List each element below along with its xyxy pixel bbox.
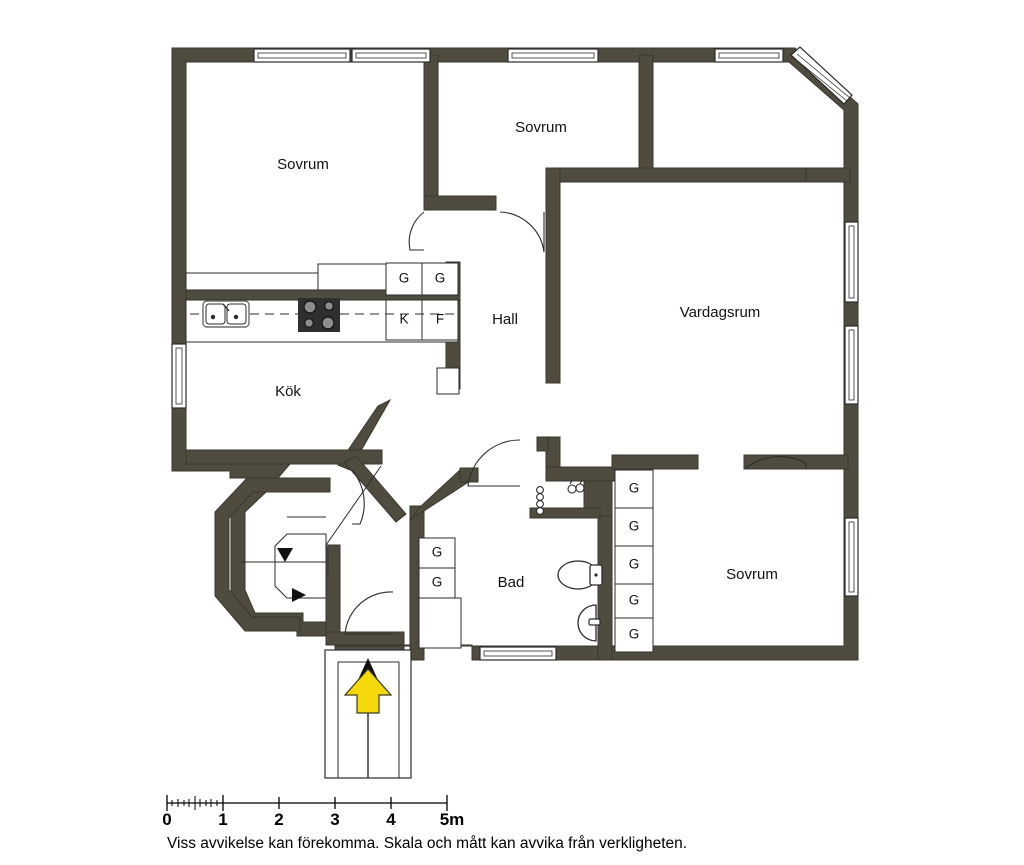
scale-subticks bbox=[171, 796, 218, 810]
room-labels: Sovrum Sovrum Vardagsrum Hall Kök Bad So… bbox=[275, 119, 778, 591]
disclaimer-text: Viss avvikelse kan förekomma. Skala och … bbox=[167, 835, 687, 852]
scale-label-0: 0 bbox=[162, 810, 171, 829]
scale-label-4: 4 bbox=[386, 810, 396, 829]
wall-interior-v1 bbox=[423, 54, 439, 211]
window-group bbox=[171, 46, 859, 661]
closet-label-bath-right-3: G bbox=[629, 557, 640, 572]
toilet-icon bbox=[557, 560, 603, 590]
closet-label-bath-right-2: G bbox=[629, 519, 640, 534]
wall-hexagon bbox=[214, 477, 331, 632]
appliance-label-k: K bbox=[399, 312, 408, 327]
bath-closet-left-3 bbox=[418, 597, 462, 649]
kitchen-lower-cabinet bbox=[436, 367, 460, 395]
window-right-1 bbox=[844, 221, 859, 303]
bath-closet-left-1 bbox=[418, 537, 456, 569]
closet-label-bath-left-2: G bbox=[432, 575, 443, 590]
closet-label-bath-right-1: G bbox=[629, 481, 640, 496]
scale-label-5: 5m bbox=[440, 810, 465, 829]
washbasin-icon bbox=[577, 604, 601, 642]
entrance-arrow-yellow bbox=[343, 668, 393, 714]
wall-se-top2 bbox=[743, 454, 849, 470]
window-bottom-1 bbox=[479, 646, 557, 661]
kitchen-closet-g2 bbox=[421, 262, 459, 296]
scale-bar bbox=[166, 795, 448, 811]
bath-closet-right-3 bbox=[614, 545, 654, 585]
room-label-sovrum-se: Sovrum bbox=[726, 566, 778, 583]
room-label-hall: Hall bbox=[492, 311, 518, 328]
closet-labels: G G K F G G G G G G G bbox=[399, 271, 640, 642]
bath-closet-right-5 bbox=[614, 617, 654, 653]
window-top-2 bbox=[351, 48, 431, 63]
bath-closet-right-1 bbox=[614, 469, 654, 509]
wall-interior-h2 bbox=[545, 167, 809, 183]
shower-head-icon bbox=[567, 479, 585, 494]
wall-diagonal-2 bbox=[343, 455, 407, 523]
hex-closet-outline bbox=[274, 533, 327, 599]
hex-arrow-right bbox=[292, 588, 306, 602]
hex-arrow-down bbox=[277, 548, 293, 562]
kitchen-freezer-f bbox=[421, 299, 459, 341]
room-label-sovrum-n: Sovrum bbox=[515, 119, 567, 136]
upper-cabinet-left bbox=[185, 272, 319, 291]
door-hexagon-lower bbox=[344, 591, 394, 635]
closet-label-kitchen-g1: G bbox=[399, 271, 410, 286]
bath-fixture-group bbox=[536, 479, 603, 642]
window-corner-diagonal bbox=[790, 46, 853, 105]
door-bath bbox=[467, 439, 521, 487]
wall-bath-inner-h bbox=[529, 507, 601, 519]
radiator-coil-icon bbox=[536, 486, 544, 515]
kitchen-group bbox=[185, 262, 460, 395]
scale-bar-numbers: 0 1 2 3 4 5m bbox=[162, 810, 464, 829]
window-top-3 bbox=[507, 48, 599, 63]
window-top-4 bbox=[714, 48, 784, 63]
hexagon-inner-group bbox=[241, 465, 382, 602]
door-hexagon-upper bbox=[351, 469, 365, 525]
door-se-sovrum bbox=[745, 456, 807, 469]
door-n-sovrum bbox=[499, 211, 545, 253]
wall-hall-to-bath-h bbox=[545, 466, 623, 482]
closet-label-bath-left-1: G bbox=[432, 545, 443, 560]
scale-label-1: 1 bbox=[218, 810, 227, 829]
closet-label-bath-right-5: G bbox=[629, 627, 640, 642]
wall-interior-v3 bbox=[545, 167, 561, 384]
bath-closet-left-2 bbox=[418, 567, 456, 599]
kitchen-stove-icon bbox=[298, 298, 340, 332]
kitchen-fridge-k bbox=[385, 299, 423, 341]
room-label-vardagsrum: Vardagsrum bbox=[680, 304, 761, 321]
window-right-3 bbox=[844, 517, 859, 597]
wall-kok-bottom bbox=[185, 449, 383, 465]
wall-interior-v2 bbox=[638, 54, 654, 181]
window-right-2 bbox=[844, 325, 859, 405]
door-nw-sovrum bbox=[408, 211, 425, 251]
closet-label-kitchen-g2: G bbox=[435, 271, 446, 286]
appliance-label-f: F bbox=[436, 312, 444, 327]
scale-label-3: 3 bbox=[330, 810, 339, 829]
wall-group bbox=[171, 47, 859, 661]
bath-closet-group bbox=[418, 469, 654, 653]
wall-interior-h1 bbox=[423, 195, 497, 211]
hex-diag-line bbox=[325, 465, 382, 546]
window-top-1 bbox=[253, 48, 351, 63]
window-left-1 bbox=[171, 343, 187, 409]
wall-hall-lower-stub bbox=[536, 436, 549, 452]
scale-label-2: 2 bbox=[274, 810, 283, 829]
kitchen-sink-icon bbox=[202, 300, 250, 328]
closet-label-bath-right-4: G bbox=[629, 593, 640, 608]
entrance-group bbox=[324, 649, 412, 779]
wall-interior-h3 bbox=[805, 167, 851, 183]
wall-se-top bbox=[611, 454, 699, 470]
upper-cabinet-right bbox=[317, 263, 387, 291]
room-label-kok: Kök bbox=[275, 383, 301, 400]
wall-hexagon-bottom bbox=[325, 631, 405, 646]
room-label-sovrum-nw: Sovrum bbox=[277, 156, 329, 173]
room-label-bad: Bad bbox=[498, 574, 525, 591]
kitchen-closet-g1 bbox=[385, 262, 423, 296]
